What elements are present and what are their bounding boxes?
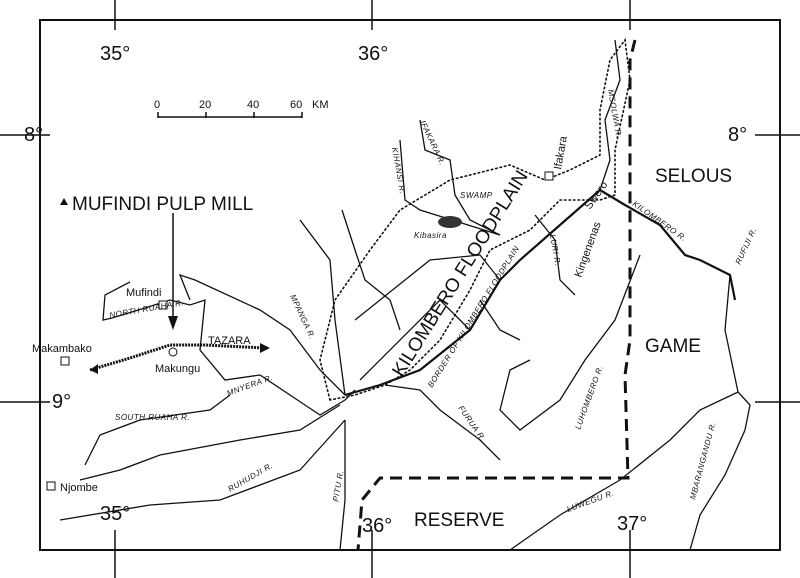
railway-arrow-east-icon: [260, 343, 270, 353]
town-ifakara: Ifakara: [552, 134, 570, 170]
map-frame: [39, 19, 781, 551]
river-label-luri: LURI R.: [548, 234, 562, 267]
reserve-label: RESERVE: [414, 510, 504, 531]
swamp-icon: [438, 216, 462, 228]
tazara-railway: [89, 343, 266, 372]
river-label-south-ruaha: SOUTH RUAHA R.: [115, 413, 190, 422]
lat-label-9: 9°: [52, 391, 71, 413]
lat-label-8-right: 8°: [728, 124, 747, 146]
kibasira-label: Kibasira: [414, 231, 447, 240]
lon-label-35-top: 35°: [100, 43, 130, 65]
town-swero: Swero: [583, 179, 611, 211]
river-label-luhombero: LUHOMBERO R.: [573, 364, 605, 431]
swamp-label: SWAMP: [460, 191, 493, 200]
pulp-mill-arrow-icon: [168, 316, 178, 330]
pulp-mill-icon: [60, 198, 68, 205]
lat-label-8-left: 8°: [24, 124, 43, 146]
town-makambako: Makambako: [32, 343, 92, 355]
game-label: GAME: [645, 336, 701, 357]
floodplain-border: [319, 37, 631, 401]
river-label-kihansi: KIHANSI R.: [390, 147, 407, 195]
town-mufindi: Mufindi: [126, 287, 161, 299]
scale-tick-40: 40: [247, 99, 259, 111]
scale-tick-20: 20: [199, 99, 211, 111]
lon-label-35-bottom: 35°: [100, 503, 130, 525]
river-label-pitu: PITU R.: [331, 469, 345, 502]
river-label-rufiji: RUFIJI R.: [734, 226, 759, 266]
river-label-kilombero: KILOMBERO R.: [631, 199, 688, 243]
town-makungu: Makungu: [155, 363, 200, 375]
selous-label: SELOUS: [655, 166, 732, 187]
river-label-mbarangandu: MBARANGANDU R.: [688, 421, 717, 501]
rivers: [59, 39, 751, 551]
scale-bar: 0 20 40 60 KM: [154, 99, 329, 118]
scale-tick-60: 60: [290, 99, 302, 111]
river-label-furua: FURUA R.: [456, 404, 487, 443]
lon-label-37-bottom: 37°: [617, 513, 647, 535]
lon-label-36-top: 36°: [358, 43, 388, 65]
pulp-mill-label: MUFINDI PULP MILL: [72, 194, 253, 215]
town-markers: [46, 171, 554, 491]
river-label-ifakara: IFAKARA R.: [418, 119, 447, 167]
town-kingenenas: Kingenenas: [573, 220, 604, 279]
lon-label-36-bottom: 36°: [362, 515, 392, 537]
tazara-label: TAZARA: [208, 335, 251, 347]
scale-unit: KM: [312, 99, 329, 111]
river-label-luwegu: LUWEGU R.: [566, 488, 616, 514]
town-njombe: Njombe: [60, 482, 98, 494]
river-label-msolwa: MSOLWA R.: [606, 89, 623, 139]
game-reserve-boundary: [356, 39, 637, 551]
scale-tick-0: 0: [154, 99, 160, 111]
railway-arrow-west-icon: [90, 364, 98, 374]
